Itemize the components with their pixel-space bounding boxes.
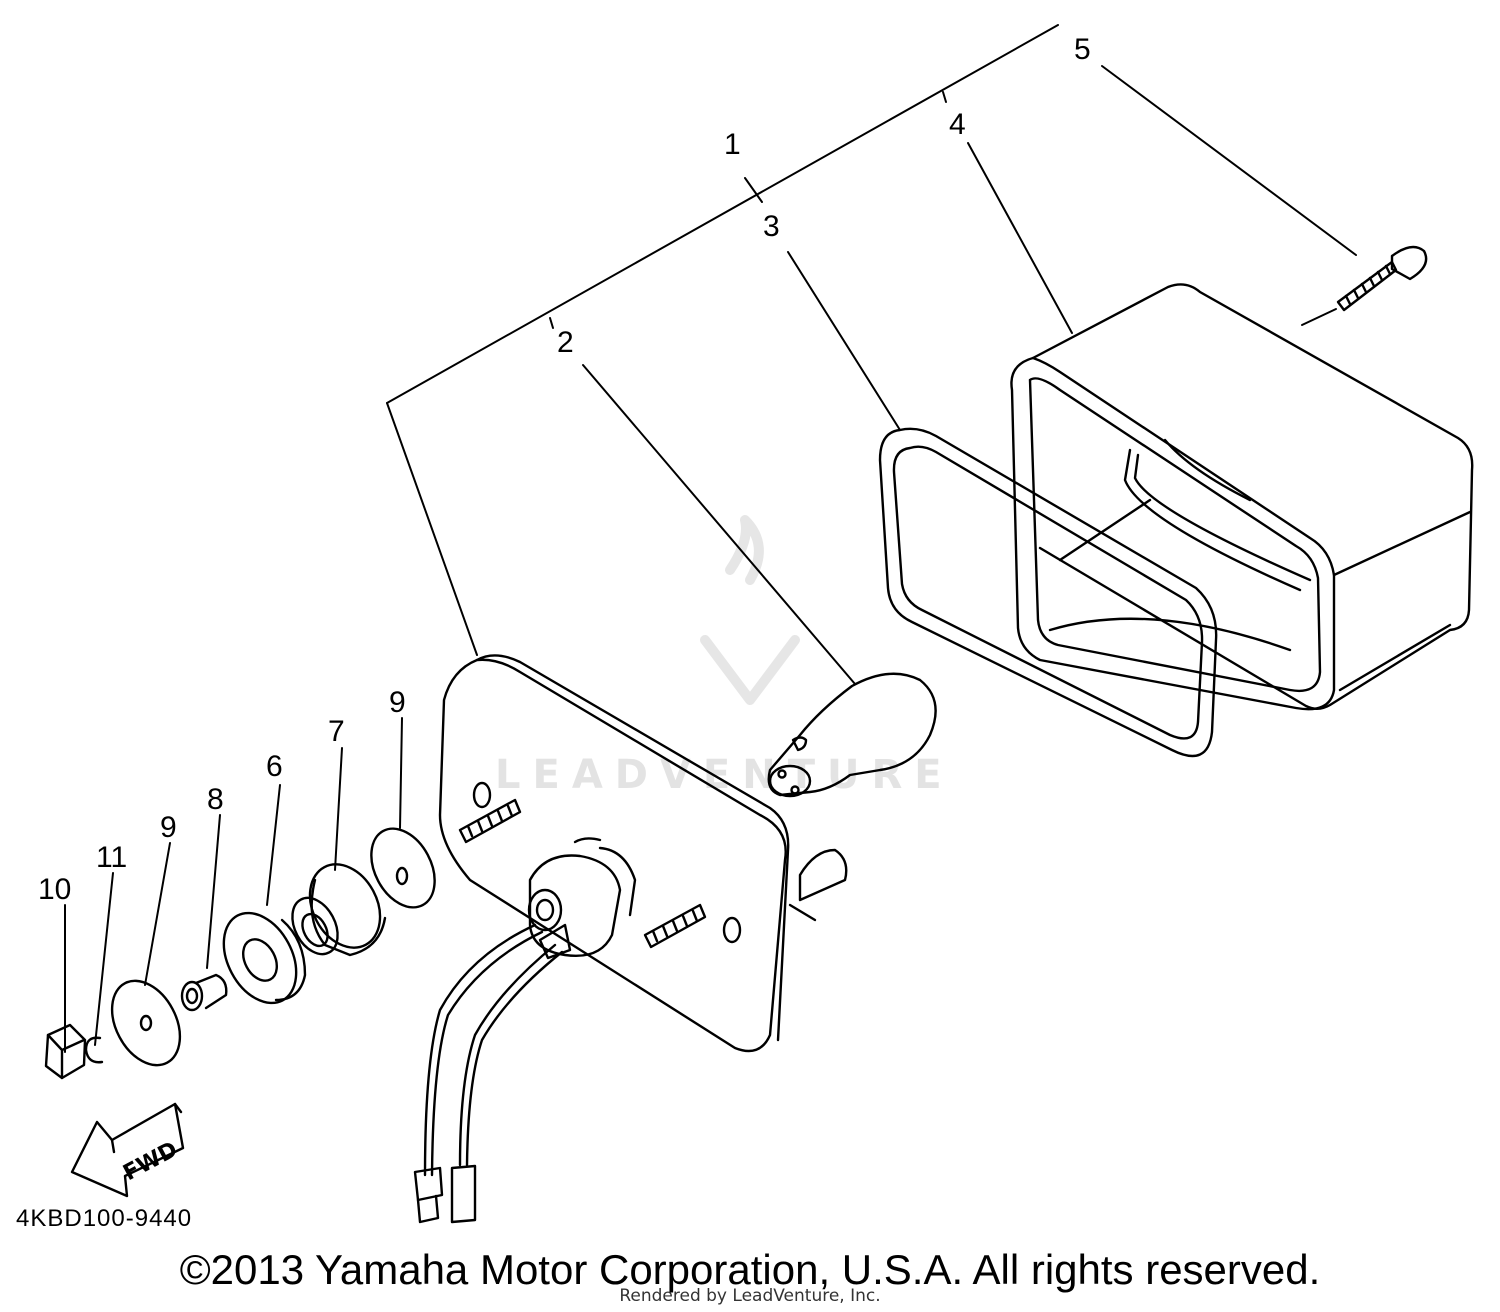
callout-3: 3 [763,210,780,243]
lens-housing-part-4 [1010,283,1474,711]
wire-harness [413,923,564,1224]
grommet-part-6 [222,911,307,1005]
callout-8: 8 [207,783,224,816]
bulb-part-2 [767,672,937,798]
rendered-by-credit: Rendered by LeadVenture, Inc. [619,1286,881,1306]
callout-9-lower: 9 [160,811,177,844]
callout-11: 11 [96,841,128,874]
callout-2: 2 [557,326,574,359]
watermark-logo [700,515,800,705]
washer-part-9-upper [370,827,436,909]
nut-part-10 [44,1023,87,1080]
fwd-direction-arrow [70,1102,185,1198]
fwd-label: FWD [119,1137,182,1186]
leader-lines [64,65,1357,1053]
washer-part-9-lower [110,979,182,1067]
screw-part-5 [1336,245,1428,312]
callout-1: 1 [724,128,741,161]
copyright-notice: ©2013 Yamaha Motor Corporation, U.S.A. A… [179,1246,1321,1293]
callout-5: 5 [1074,33,1091,66]
collar-part-7 [291,863,387,957]
diagram-part-number: 4KBD100-9440 [16,1205,193,1232]
callout-6: 6 [266,750,283,783]
spacer-part-8 [180,973,228,1012]
assembly-bracket-lines [386,24,1059,656]
base-plate [438,654,848,1053]
callout-10: 10 [38,873,72,906]
gasket-part-3 [878,427,1218,758]
callout-7: 7 [328,715,345,748]
lockwasher-part-11 [84,1036,104,1064]
callout-4: 4 [949,108,966,141]
callout-9-upper: 9 [389,686,406,719]
